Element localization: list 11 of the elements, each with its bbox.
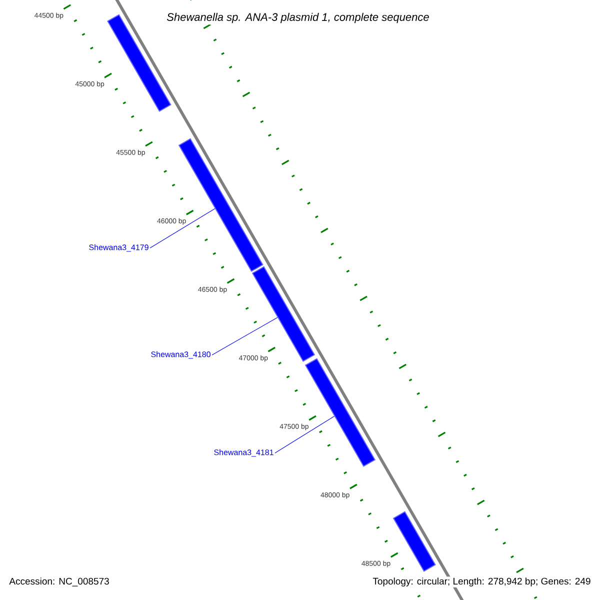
gene-bar (392, 511, 436, 572)
info-text: Topology: circular; Length: 278,942 bp; Genes: 249 (372, 576, 592, 588)
leader-line (274, 416, 335, 454)
info-text: Accession: NC_008573 (9, 578, 109, 586)
gene-label: Shewana3_4180 (151, 351, 210, 359)
gene-bar (178, 138, 264, 272)
gene-label: Shewana3_4179 (89, 244, 148, 252)
leader-line (212, 317, 278, 356)
title: Shewanella sp. ANA-3 plasmid 1, complete sequence (165, 11, 431, 25)
leader-line (150, 208, 216, 248)
gene-label: Shewana3_4181 (214, 449, 274, 457)
